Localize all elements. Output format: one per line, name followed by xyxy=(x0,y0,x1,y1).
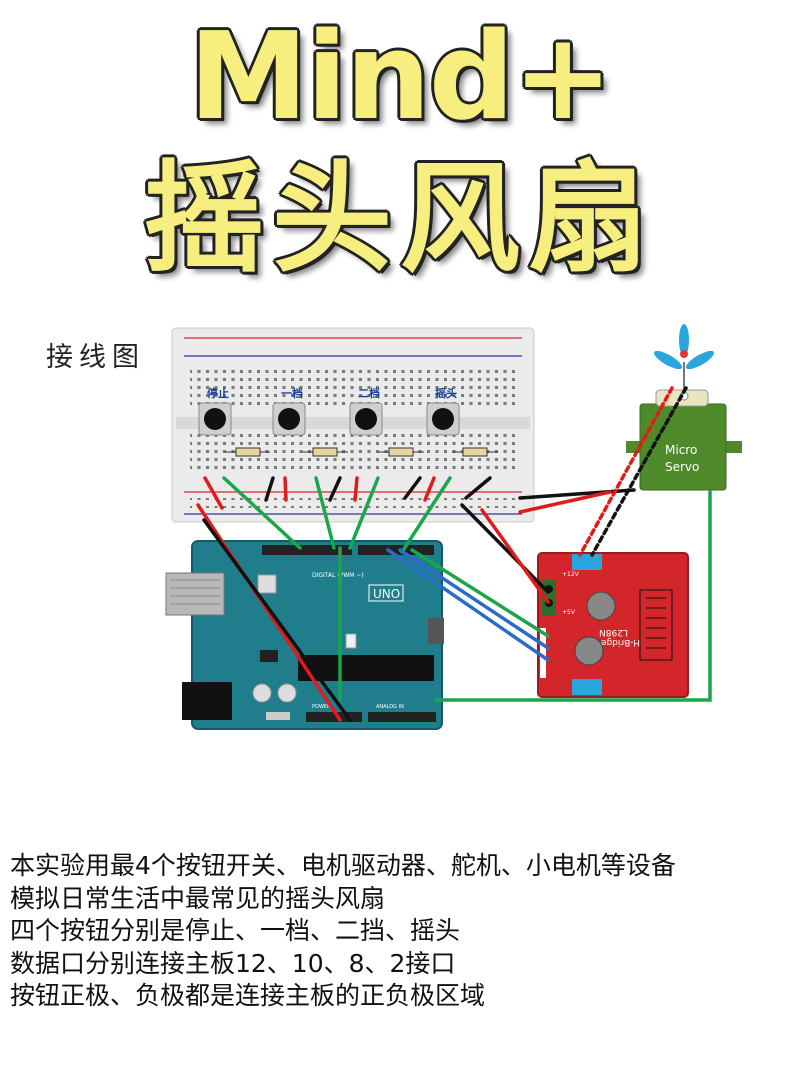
description-line: 按钮正极、负极都是连接主板的正负极区域 xyxy=(10,981,486,1010)
digital-header-label: DIGITAL (PWM ~) xyxy=(312,572,364,579)
power-header-label: POWER xyxy=(312,704,331,710)
micro-servo: Micro Servo xyxy=(626,324,742,491)
button-label-swing: 摇头 xyxy=(435,386,457,400)
fan-propeller-icon xyxy=(653,324,715,392)
title-line-2: 摇头风扇 xyxy=(144,150,656,289)
driver-board-label: H-Bridge xyxy=(601,637,640,647)
arduino-uno-board: DIGITAL (PWM ~) UNO POWER ANALOG IN xyxy=(165,540,444,730)
driver-12v-label: +12V xyxy=(562,571,580,578)
breadboard: 停止 一档 二档 摇头 xyxy=(171,327,535,523)
analog-header-label: ANALOG IN xyxy=(376,704,404,710)
button-label-speed2: 二档 xyxy=(358,386,380,400)
description-line: 数据口分别连接主板12、10、8、2接口 xyxy=(10,948,456,978)
description: 本实验用最4个按钮开关、电机驱动器、舵机、小电机等设备 模拟日常生活中最常见的摇… xyxy=(10,850,676,1013)
driver-chip-label: L298N xyxy=(599,627,628,637)
wiring-diagram-label: 接线图 xyxy=(46,342,145,373)
motor-driver-board: L298N H-Bridge +12V +5V xyxy=(537,552,689,698)
wires xyxy=(196,386,712,722)
description-line: 本实验用最4个按钮开关、电机驱动器、舵机、小电机等设备 xyxy=(10,851,676,880)
wiring-diagram: 停止 一档 二档 摇头 DIGITAL (P xyxy=(165,324,742,730)
servo-label-line1: Micro xyxy=(665,443,697,457)
driver-5v-label: +5V xyxy=(562,609,576,616)
button-label-speed1: 一档 xyxy=(281,386,303,400)
description-line: 四个按钮分别是停止、一档、二挡、摇头 xyxy=(10,916,461,945)
title-line-1: Mind+ xyxy=(188,8,613,147)
servo-label-line2: Servo xyxy=(665,460,699,474)
uno-label: UNO xyxy=(373,587,400,601)
description-line: 模拟日常生活中最常见的摇头风扇 xyxy=(10,883,386,913)
button-label-stop: 停止 xyxy=(207,386,229,400)
